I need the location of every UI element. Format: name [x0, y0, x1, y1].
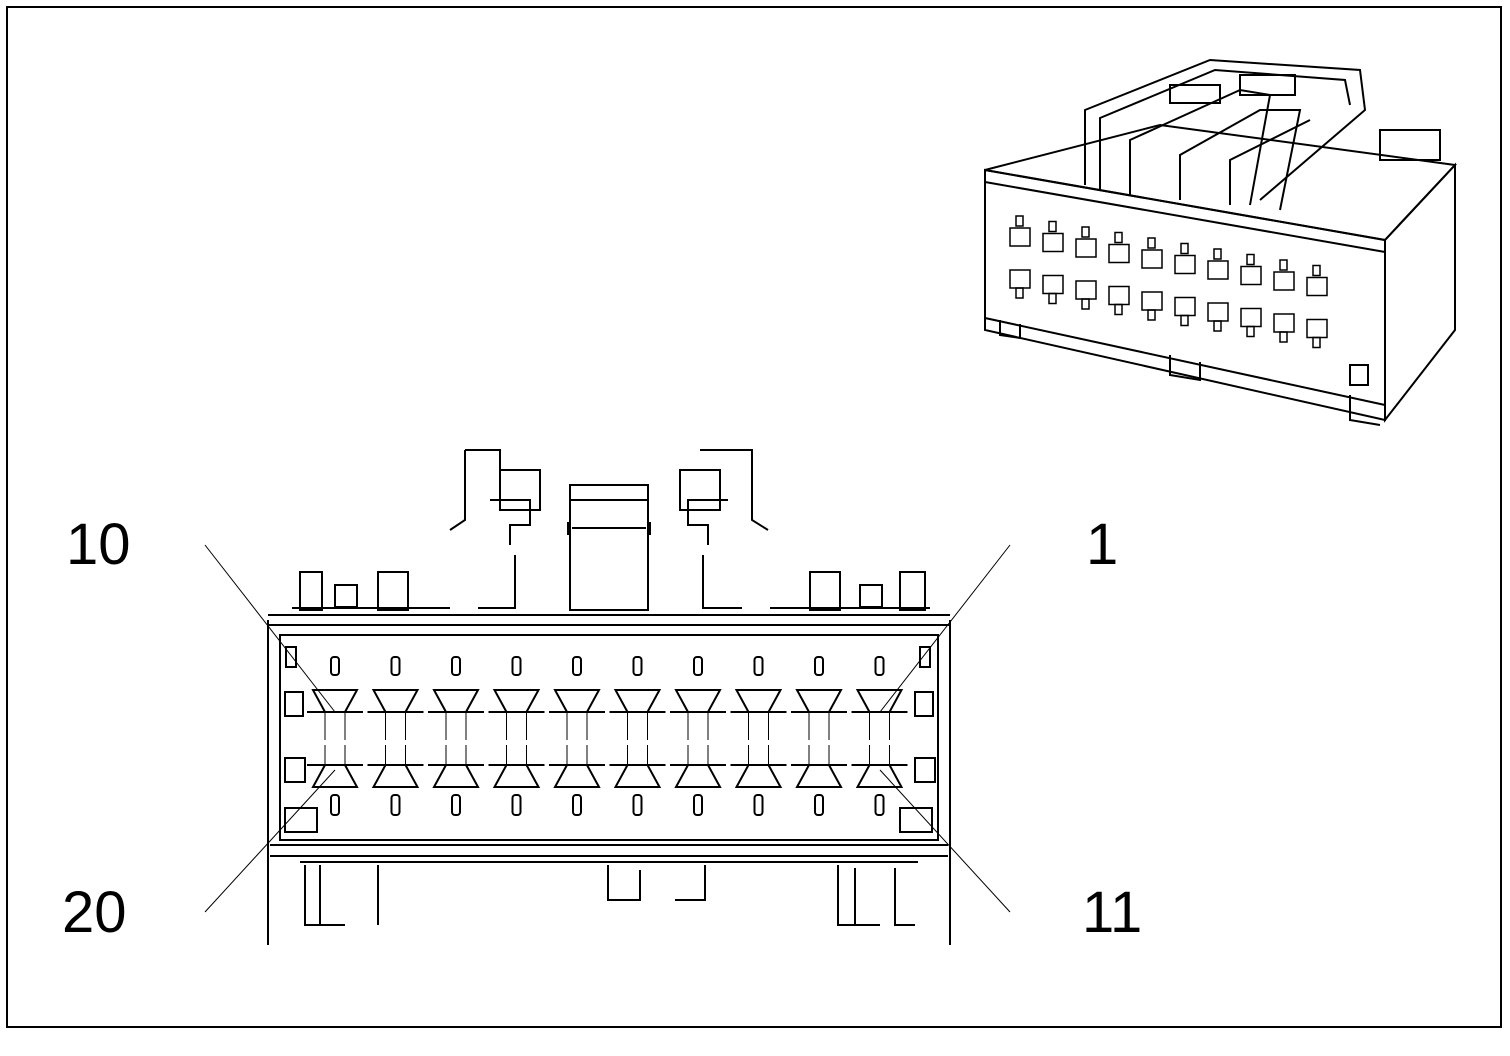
iso-pin-cavity [1174, 296, 1196, 327]
pin-label-10: 10 [66, 512, 131, 577]
pin-cavity-bottom [791, 745, 847, 816]
pin-cavity-top [428, 656, 484, 740]
pin-cavity-bottom [609, 745, 666, 816]
iso-pin-cavity [1306, 318, 1328, 349]
leader-line-pin-1 [879, 544, 1011, 713]
pin-cavity-top [488, 656, 545, 740]
pin-cavity-top [307, 656, 363, 740]
pin-cavity-top [730, 656, 787, 740]
iso-pin-cavity [1306, 264, 1328, 297]
leader-line-pin-10 [204, 544, 336, 713]
iso-pin-cavity [1207, 302, 1229, 332]
pin-label-20: 20 [62, 880, 127, 945]
iso-pin-cavity [1075, 280, 1097, 310]
pin-cavity-bottom [488, 745, 545, 816]
iso-pin-cavity [1141, 237, 1163, 269]
leader-line-pin-20 [204, 769, 336, 913]
iso-pin-cavity [1273, 259, 1295, 291]
pin-cavity-bottom [307, 745, 363, 816]
pin-cavity-top [851, 656, 908, 740]
leader-line-pin-11 [879, 769, 1011, 913]
pin-label-1: 1 [1086, 512, 1119, 577]
connector-isometric-view [984, 58, 1458, 426]
iso-pin-cavity [1174, 242, 1196, 275]
drawing-frame [6, 6, 1502, 1028]
iso-pin-cavity [1141, 291, 1163, 321]
iso-pin-cavity [1042, 274, 1064, 305]
iso-pin-cavity [1240, 307, 1262, 338]
pin-cavity-bottom [428, 745, 484, 816]
pin-cavity-bottom [851, 745, 908, 816]
pin-cavity-top [549, 656, 605, 740]
pin-cavity-top [367, 656, 424, 740]
iso-pin-cavity [1207, 248, 1229, 280]
iso-pin-cavity [1009, 269, 1031, 299]
iso-pin-cavity [1273, 313, 1295, 343]
pin-cavity-top [670, 656, 726, 740]
iso-pin-cavity [1108, 285, 1130, 316]
pin-cavity-top [609, 656, 666, 740]
pin-cavity-bottom [549, 745, 605, 816]
pin-cavity-bottom [670, 745, 726, 816]
pin-cavity-bottom [730, 745, 787, 816]
iso-pin-cavity [1009, 215, 1031, 247]
pin-cavity-bottom [367, 745, 424, 816]
iso-pin-cavity [1075, 226, 1097, 258]
connector-front-view [267, 449, 951, 945]
pin-cavity-top [791, 656, 847, 740]
leader-lines [204, 544, 1011, 913]
iso-pin-cavity [1108, 231, 1130, 264]
iso-pin-cavity [1042, 220, 1064, 253]
iso-pin-cavity [1240, 253, 1262, 286]
pin-label-11: 11 [1082, 880, 1143, 945]
